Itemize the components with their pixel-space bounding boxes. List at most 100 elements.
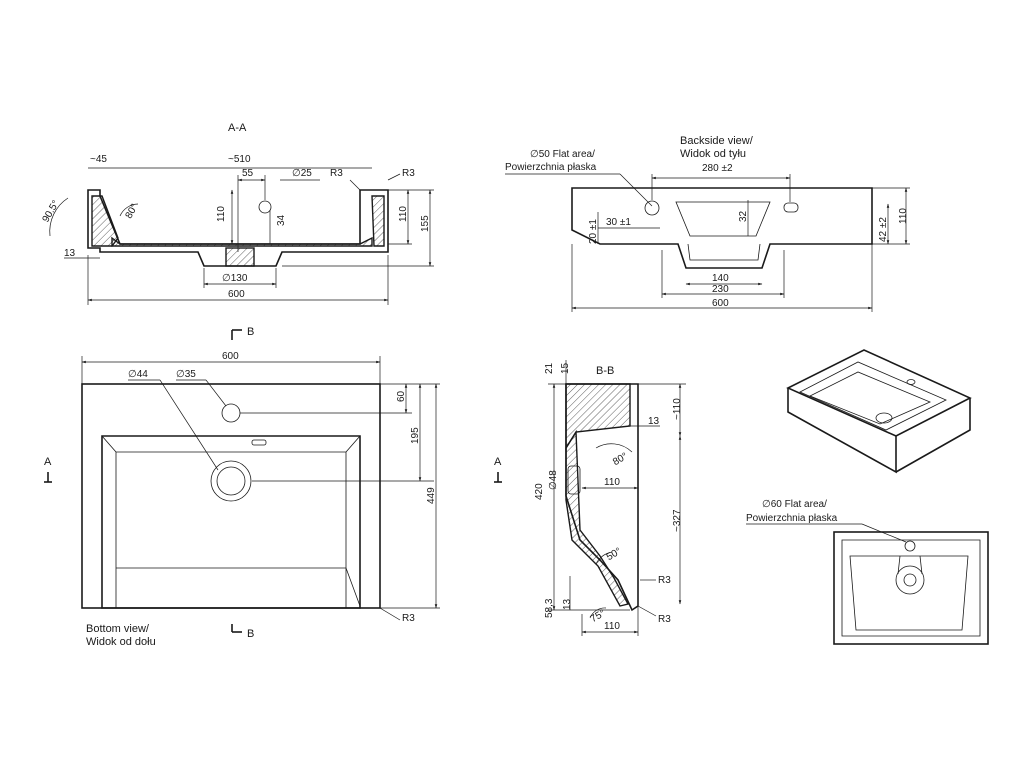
backside-overflow-hole <box>783 202 799 213</box>
detail-flat-area-pl: Powierzchnia płaska <box>746 513 838 524</box>
backside-view: Backside view/ Widok od tyłu ∅50 Flat ar… <box>505 135 910 312</box>
dim-angle-chamfer: 90.5° <box>41 199 62 225</box>
detail-flat-area-en: ∅60 Flat area/ <box>762 499 827 510</box>
bottom-basin-outer <box>101 435 361 609</box>
dim-bb-angle-50: 50° <box>605 546 624 563</box>
section-aa-drain <box>225 247 255 267</box>
dim-h-34: 34 <box>276 214 287 226</box>
detail-tap-hole <box>904 540 916 552</box>
section-aa-title: A-A <box>228 122 247 134</box>
section-label-b-bottom: B <box>247 628 254 640</box>
dim-h-42: 42 ±2 <box>878 217 889 242</box>
dim-arc <box>49 197 69 237</box>
section-aa-floor <box>111 236 373 247</box>
bottom-title-pl: Widok od dołu <box>86 636 156 648</box>
dim-bottom-width: 600 <box>222 351 239 362</box>
detail-rim <box>841 539 981 637</box>
dim-bottom-tap: ∅35 <box>176 369 196 380</box>
dim-w-600-back: 600 <box>712 298 729 309</box>
detail-tap-pipe <box>897 555 923 575</box>
bottom-basin-edge <box>101 435 117 453</box>
section-bb-label-a: A <box>494 456 502 468</box>
bottom-drain-outer <box>210 460 252 502</box>
backside-drain-neck <box>687 243 761 261</box>
dim-bb-21: 21 <box>544 362 555 374</box>
dim-bottom-radius: R3 <box>402 613 415 624</box>
dim-drain-diameter: ∅130 <box>222 273 248 284</box>
backside-title-pl: Widok od tyłu <box>680 148 746 160</box>
backside-flat-area-pl: Powierzchnia płaska <box>505 162 597 173</box>
dim-bb-h-327: ~327 <box>672 509 683 532</box>
dim-line <box>379 607 401 621</box>
dim-h-32: 32 <box>738 210 749 222</box>
dim-bb-13-bottom: 13 <box>562 598 573 610</box>
dim-w-30: 30 ±1 <box>606 217 631 228</box>
section-label-a: A <box>44 456 52 468</box>
dim-hole-offset: 55 <box>242 168 254 179</box>
dim-bb-420: 420 <box>534 483 545 500</box>
dim-bb-h-13: 13 <box>648 416 660 427</box>
section-bb-drain <box>567 465 581 495</box>
detail-drain-outer <box>895 565 925 595</box>
dim-h-110-right: 110 <box>398 206 409 222</box>
bottom-basin-edge <box>345 435 361 453</box>
detail-outline <box>833 531 989 645</box>
section-bb: B-B A 21 15 ~110 13 80° ∅48 420 110 ~327 <box>494 360 686 636</box>
section-aa-wall-right <box>371 195 385 247</box>
dim-arc <box>119 203 139 217</box>
iso-drain <box>875 412 893 424</box>
dim-line <box>205 379 227 407</box>
bottom-outline <box>81 383 381 609</box>
dim-h-110-back: 110 <box>898 208 909 224</box>
dim-line <box>861 523 907 543</box>
dim-bb-15: 15 <box>560 362 571 374</box>
bottom-basin-inner <box>115 451 347 608</box>
detail-basin <box>849 555 969 631</box>
bottom-tap-hole <box>221 403 241 423</box>
bottom-drain-inner <box>216 466 246 496</box>
dim-bb-depth-110: 110 <box>604 477 620 488</box>
dim-h-20: 20 ±1 <box>588 219 599 244</box>
backside-outline <box>571 187 873 269</box>
dim-w-230: 230 <box>712 284 729 295</box>
bottom-view: B B A 600 ∅44 ∅35 60 <box>44 326 440 648</box>
dim-radius-top: R3 <box>330 168 343 179</box>
bottom-overflow <box>251 439 267 446</box>
backside-flat-area-en: ∅50 Flat area/ <box>530 149 595 160</box>
dim-bb-r3-b: R3 <box>658 614 671 625</box>
dim-arc <box>589 607 607 619</box>
dim-bb-58: 58,3 <box>544 598 555 618</box>
section-bb-title: B-B <box>596 365 614 377</box>
dim-bottom-60: 60 <box>396 390 407 402</box>
dim-h-110: 110 <box>216 206 227 222</box>
section-aa-wall-left <box>91 195 119 247</box>
dim-bb-h-110: ~110 <box>672 398 683 420</box>
dim-inner-width: ~510 <box>228 154 251 165</box>
dim-hole-spacing: 280 ±2 <box>702 163 733 174</box>
backside-tap-hole <box>644 200 660 216</box>
section-bb-wall-body <box>565 429 630 607</box>
dim-bottom-13: 13 <box>64 248 76 259</box>
dim-line <box>387 173 401 181</box>
dim-angle-inner: 80° <box>124 202 141 221</box>
dim-total-width: 600 <box>228 289 245 300</box>
dim-bb-bottom-110: 110 <box>604 621 620 632</box>
detail-drain-inner <box>903 573 917 587</box>
iso-side-front <box>787 388 897 474</box>
section-aa-tap-hole <box>258 200 272 214</box>
dim-hole-diameter: ∅25 <box>292 168 312 179</box>
iso-basin-floor <box>809 371 932 425</box>
dim-bottom-449: 449 <box>426 487 437 504</box>
dim-bb-angle-80: 80° <box>611 451 630 468</box>
dim-bottom-195: 195 <box>410 427 421 444</box>
dim-h-155: 155 <box>420 215 431 232</box>
isometric-view <box>786 349 972 474</box>
dim-line <box>637 605 657 617</box>
dim-bb-r3-a: R3 <box>658 575 671 586</box>
iso-side-right <box>895 398 971 473</box>
section-aa: A-A ~45 ~510 55 ∅25 <box>41 122 434 305</box>
section-label-b-top: B <box>247 326 254 338</box>
dim-line <box>619 173 653 207</box>
dim-rim-offset: ~45 <box>90 154 107 165</box>
